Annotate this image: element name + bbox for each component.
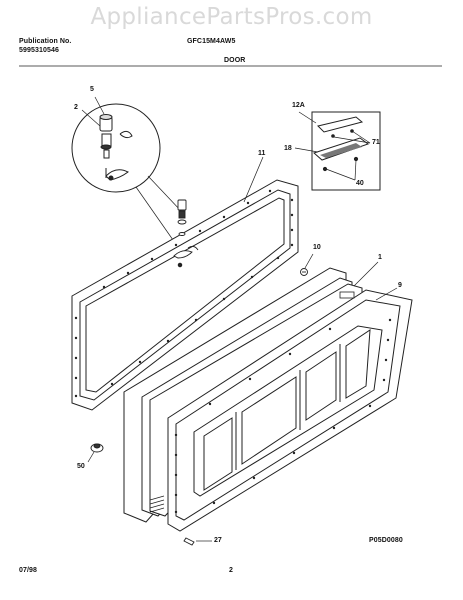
hinge-detail-circle <box>71 103 161 193</box>
footer-date: 07/98 <box>19 567 38 574</box>
latch-slot <box>339 291 355 299</box>
callout-50: 50 <box>77 463 85 470</box>
model-number: GFC15M4AW5 <box>187 38 236 45</box>
callout-11: 11 <box>258 150 266 157</box>
liner-vent <box>149 495 165 513</box>
callout-1: 1 <box>378 254 382 261</box>
hinge-cap-50 <box>90 443 104 453</box>
diagram-code: P05D0080 <box>369 537 403 544</box>
watermark: AppliancePartsPros.com <box>90 4 373 30</box>
callout-9: 9 <box>398 282 402 289</box>
callout-71: 71 <box>372 139 380 146</box>
screw-27 <box>183 537 195 546</box>
callout-40: 40 <box>356 180 364 187</box>
door-screws <box>174 318 392 514</box>
page-number: 2 <box>229 567 233 574</box>
handle-inset <box>311 111 381 191</box>
callout-27: 27 <box>214 537 222 544</box>
screw-10 <box>300 268 308 276</box>
door-gasket <box>71 179 299 411</box>
detail-leader-upper <box>147 175 183 213</box>
callout-18: 18 <box>284 145 292 152</box>
callout-5: 5 <box>90 86 94 93</box>
gasket-rivets <box>74 189 294 398</box>
leader-lines <box>81 96 398 542</box>
callout-12a: 12A <box>292 102 305 109</box>
publication-number: 5995310546 <box>19 47 59 54</box>
callout-10: 10 <box>313 244 321 251</box>
section-title: DOOR <box>224 57 246 64</box>
door-outer-panel <box>167 289 413 532</box>
callout-2: 2 <box>74 104 78 111</box>
publication-label: Publication No. <box>19 38 72 45</box>
hinge-assembly <box>173 199 199 268</box>
